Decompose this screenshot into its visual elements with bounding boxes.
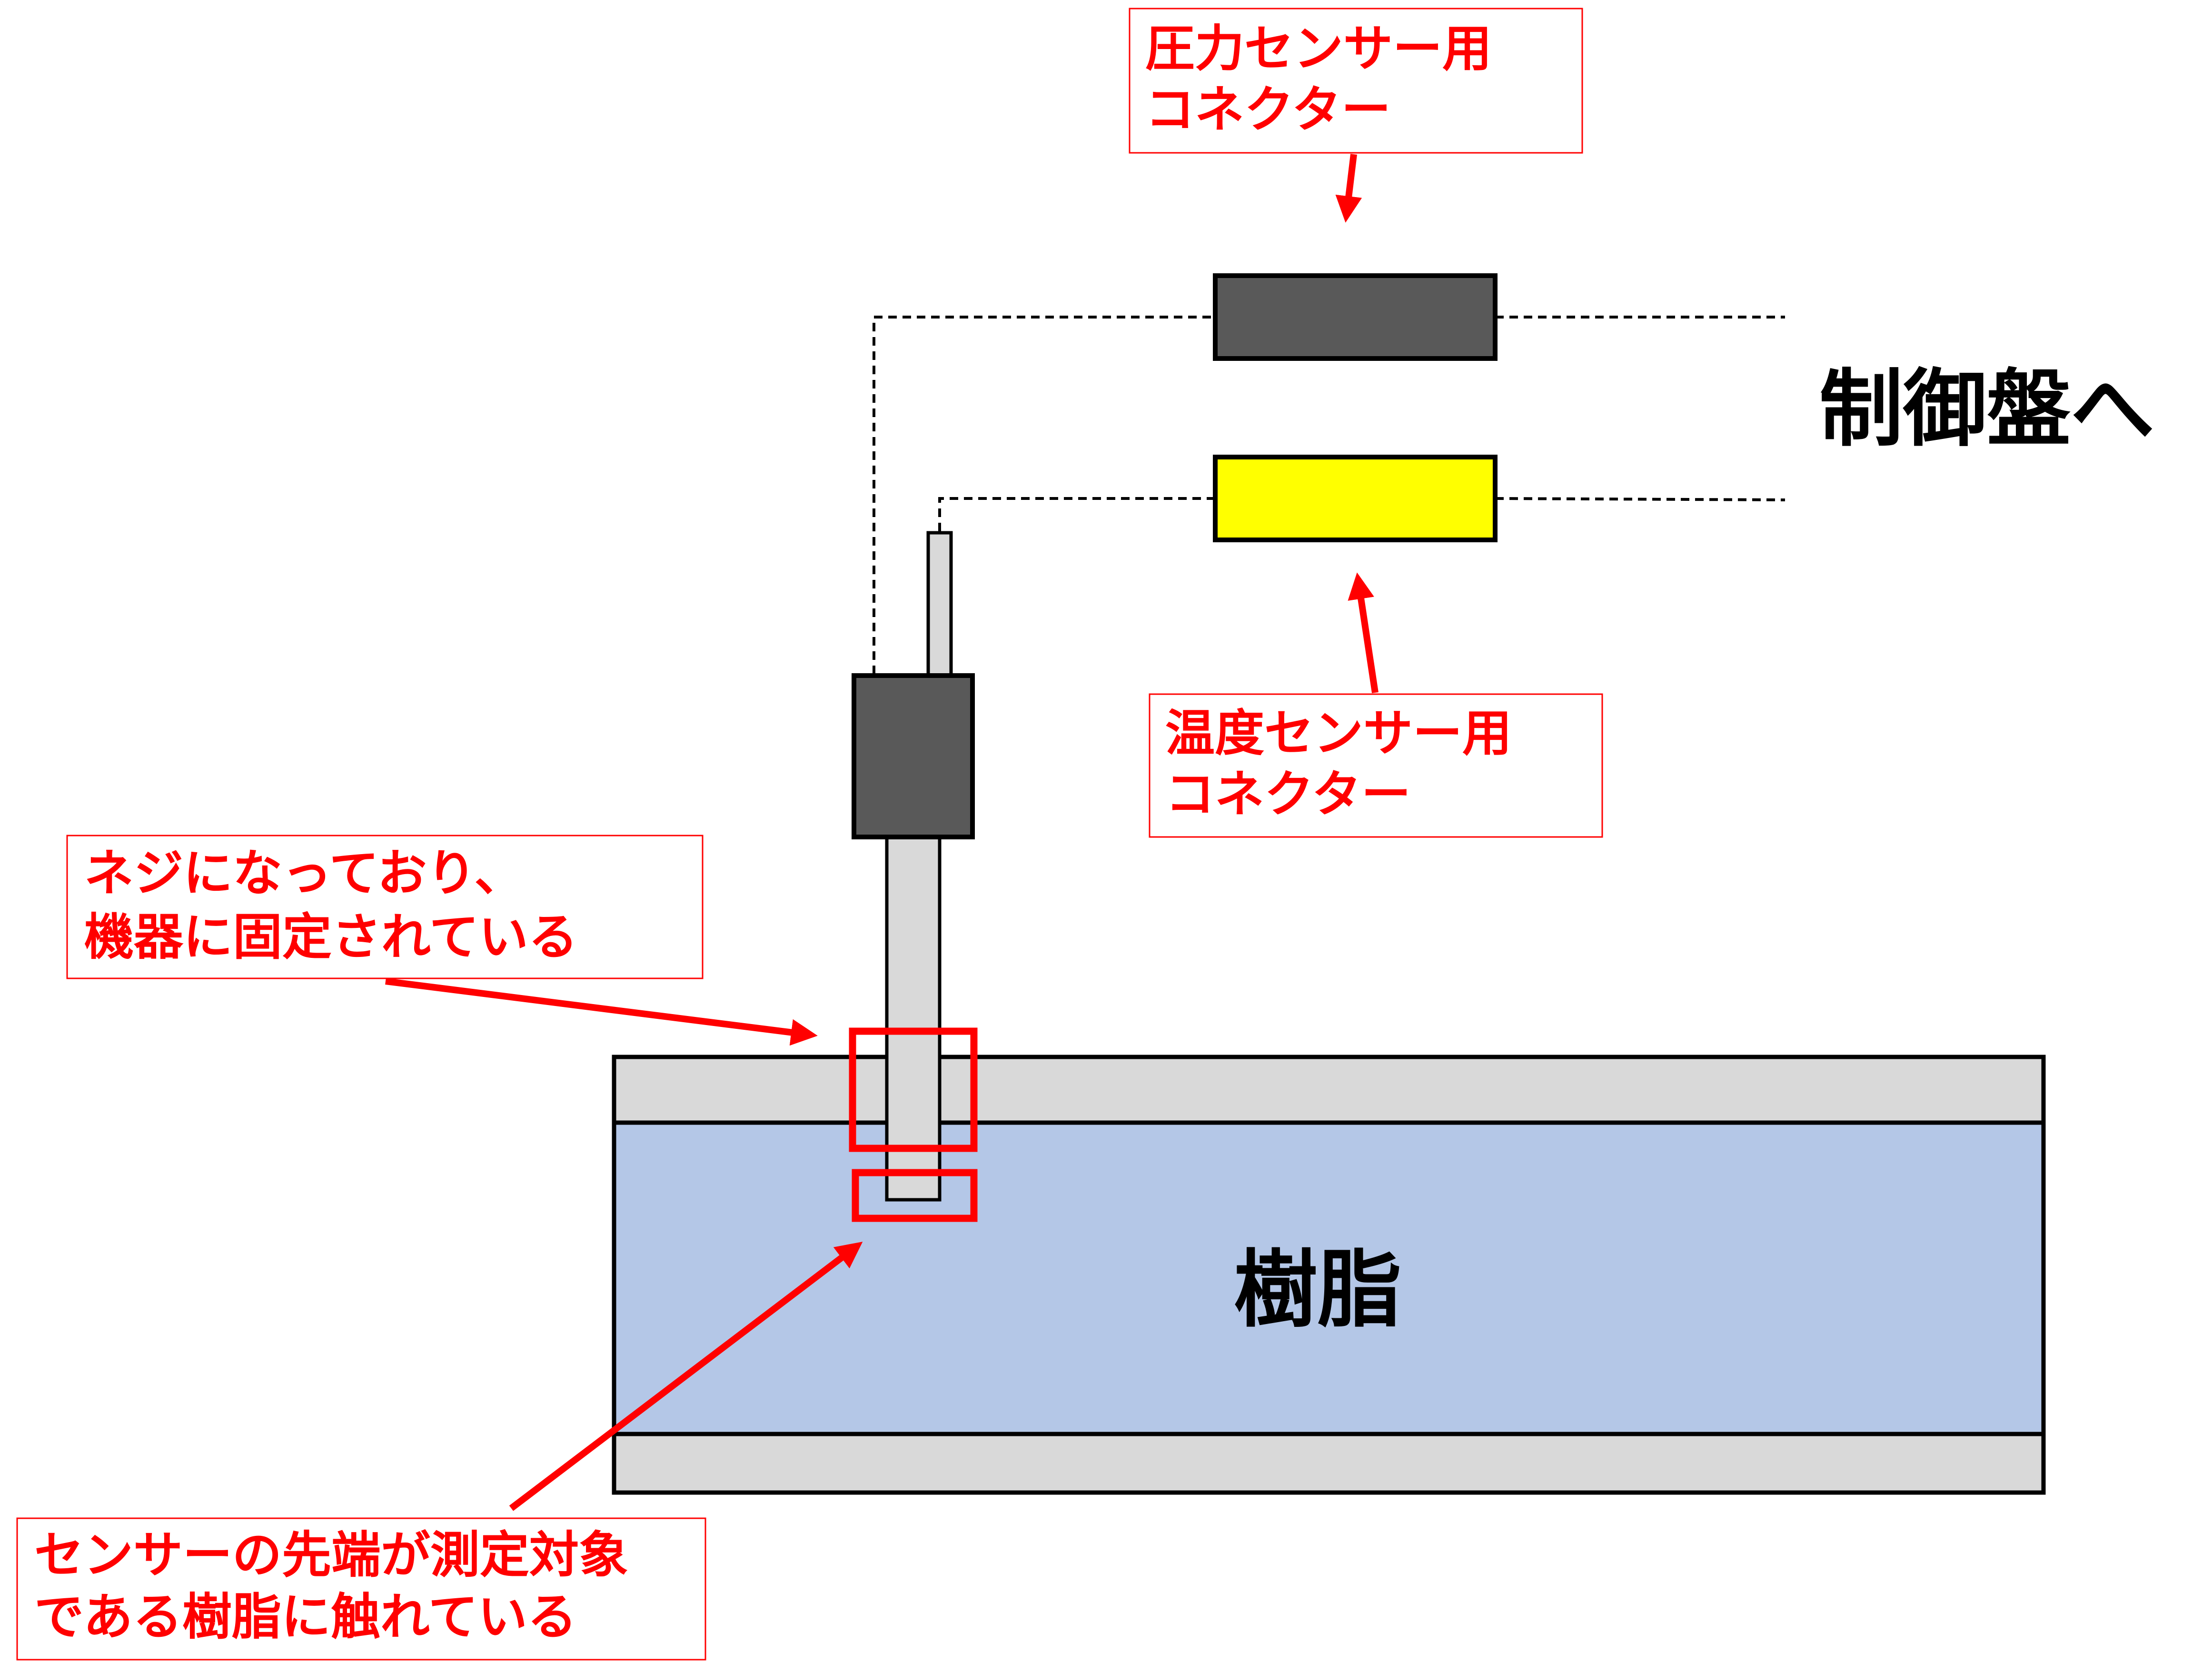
thread-highlight <box>849 1027 978 1152</box>
resin-label: 樹脂 <box>1234 1241 1401 1339</box>
svg-text:温度センサー用: 温度センサー用 <box>1165 704 1512 762</box>
top-wall <box>612 1055 2046 1125</box>
pressure-connector <box>1213 273 1498 361</box>
svg-text:圧力センサー用: 圧力センサー用 <box>1145 20 1492 78</box>
resin-panel <box>612 1055 2046 1495</box>
tip-callout: センサーの先端が測定対象 である樹脂に触れている <box>16 1517 706 1661</box>
svg-text:コネクター: コネクター <box>1165 765 1411 823</box>
svg-text:センサーの先端が測定対象: センサーの先端が測定対象 <box>34 1526 628 1584</box>
temperature-arrow <box>1348 572 1379 694</box>
svg-text:機器に固定されている: 機器に固定されている <box>84 908 578 966</box>
thread-arrow <box>385 978 818 1046</box>
pressure-arrow <box>1335 154 1362 223</box>
wires <box>873 316 1785 674</box>
bottom-wall <box>612 1432 2046 1495</box>
temperature-wire <box>938 497 1215 531</box>
svg-text:コネクター: コネクター <box>1145 80 1391 139</box>
svg-text:である樹脂に触れている: である樹脂に触れている <box>34 1588 577 1646</box>
sensor-shaft <box>885 835 942 1202</box>
sensor <box>852 531 975 1202</box>
thread-callout: ネジになっており、 機器に固定されている <box>66 835 704 979</box>
pressure-connector-callout: 圧力センサー用 コネクター <box>1129 8 1583 154</box>
svg-text:ネジになっており、: ネジになっており、 <box>84 844 524 902</box>
temperature-connector-callout: 温度センサー用 コネクター <box>1149 693 1603 838</box>
tip-arrow <box>509 1242 863 1511</box>
temperature-wire-out <box>1495 497 1785 501</box>
temperature-connector <box>1213 455 1498 542</box>
sensor-rod <box>926 531 953 679</box>
pressure-wire <box>873 316 1215 674</box>
tip-highlight <box>852 1169 978 1222</box>
sensor-body <box>852 673 975 839</box>
to-control-panel-label: 制御盤へ <box>1819 360 2154 458</box>
